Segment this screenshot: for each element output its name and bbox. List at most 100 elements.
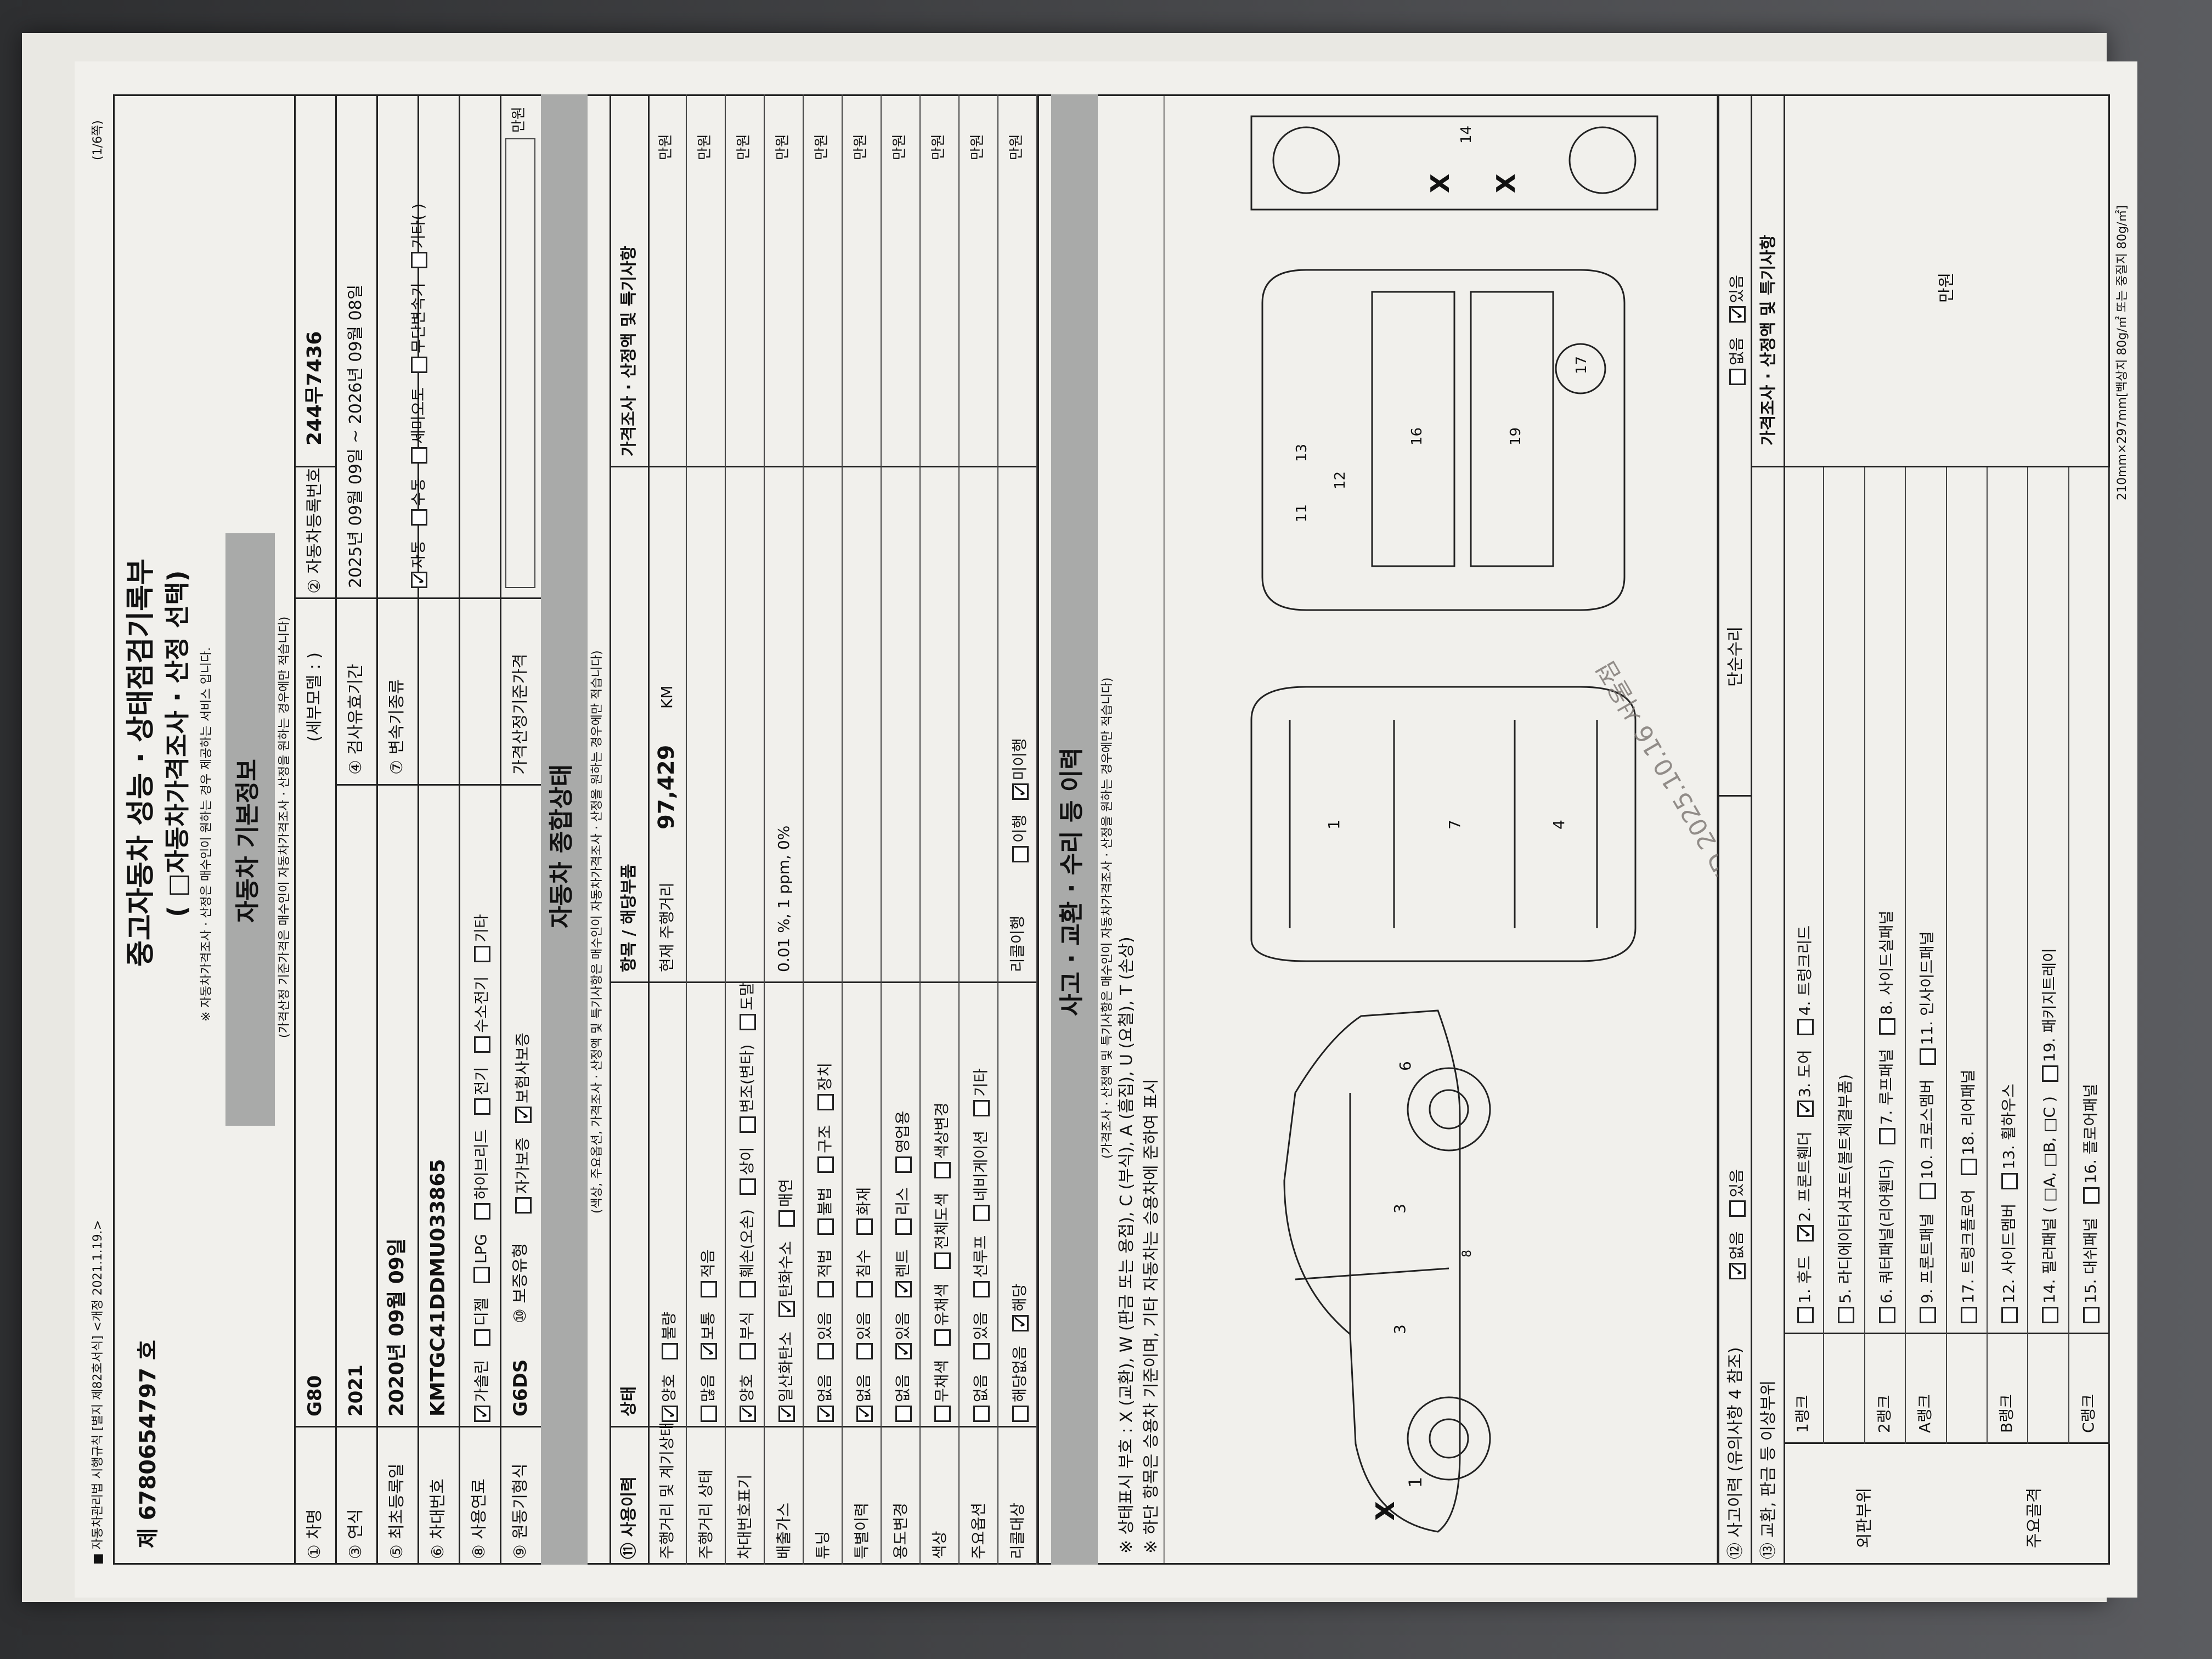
checkbox[interactable] [411,509,427,526]
checkbox[interactable] [2083,1307,2100,1323]
status-option-2-4[interactable]: 변조(변타) [735,1045,757,1133]
checkbox[interactable] [1960,1307,1977,1323]
checkbox[interactable] [701,1406,717,1422]
fuel-option-1[interactable]: 디젤 [470,1297,492,1346]
simple-repair-option-0[interactable]: 없음 [1725,337,1747,385]
warranty-option-1[interactable]: 보험사보증 [511,1032,533,1123]
checkbox[interactable] [740,1406,756,1422]
status-option-5-1[interactable]: 있음 [852,1312,874,1360]
status-option-2-3[interactable]: 상이 [735,1147,757,1195]
status-option-5-3[interactable]: 화재 [852,1187,874,1235]
checkbox[interactable] [2001,1172,2018,1189]
checkbox[interactable] [895,1343,912,1360]
status-option-5-2[interactable]: 침수 [852,1249,874,1297]
checkbox[interactable] [1012,1406,1029,1422]
checkbox[interactable] [2001,1307,2018,1323]
checkbox[interactable] [973,1280,990,1297]
status-option-8-0[interactable]: 없음 [969,1374,991,1422]
checkbox[interactable] [411,447,427,464]
checkbox[interactable] [817,1406,834,1422]
checkbox[interactable] [817,1094,834,1111]
status-option-8-4[interactable]: 기타 [969,1068,991,1116]
accident-option-0[interactable]: 없음 [1725,1231,1747,1279]
checkbox[interactable] [1920,1182,1937,1199]
trans-option-4[interactable]: 기타( ) [407,204,428,269]
status-option-4-0[interactable]: 없음 [813,1374,835,1422]
warranty-option-0[interactable]: 자가보증 [511,1137,533,1214]
checkbox[interactable] [1729,369,1746,385]
part-option-7-0[interactable]: 15. 대쉬패널 [2079,1218,2101,1323]
trans-option-0[interactable]: 자동 [407,540,428,588]
checkbox[interactable] [973,1343,990,1360]
checkbox[interactable] [1797,1019,1814,1036]
status-option-2-5[interactable]: 도말 [735,982,757,1030]
checkbox[interactable] [2042,1065,2059,1082]
part-option-3-0[interactable]: 9. 프론트패널 [1915,1214,1937,1323]
recall-option-0[interactable]: 이행 [1008,814,1030,862]
status-option-6-1[interactable]: 있음 [891,1312,913,1360]
checkbox[interactable] [895,1218,912,1235]
part-option-2-2[interactable]: 8. 사이드실패널 [1875,911,1897,1035]
part-option-1-0[interactable]: 5. 라디에이터서포트(볼트체결부품) [1833,1074,1855,1323]
status-option-1-0[interactable]: 많음 [696,1374,718,1422]
status-option-1-1[interactable]: 보통 [696,1312,718,1360]
part-option-2-0[interactable]: 6. 쿼터패널(리어휀더) [1875,1159,1897,1323]
checkbox[interactable] [411,252,427,269]
status-option-8-3[interactable]: 네비게이션 [969,1131,991,1221]
status-option-1-2[interactable]: 적음 [696,1249,718,1297]
part-option-6-0[interactable]: 14. 필러패널 ( □A, □B, □C ) [2038,1096,2059,1323]
checkbox[interactable] [934,1252,951,1269]
checkbox[interactable] [1878,1307,1895,1323]
simple-repair-option-1[interactable]: 있음 [1725,275,1747,323]
status-option-7-3[interactable]: 색상변경 [930,1102,952,1179]
checkbox[interactable] [740,1116,756,1133]
checkbox[interactable] [474,1036,490,1053]
part-option-3-2[interactable]: 11. 인사이드패널 [1915,931,1937,1065]
checkbox[interactable] [895,1280,912,1297]
part-option-4-0[interactable]: 17. 트렁크플로어 [1956,1189,1978,1323]
fuel-option-2[interactable]: LPG [472,1234,490,1284]
part-option-0-0[interactable]: 1. 후드 [1793,1256,1815,1323]
checkbox[interactable] [817,1218,834,1235]
trans-option-3[interactable]: 무단변속기 [407,283,428,373]
status-option-0-0[interactable]: 양호 [657,1374,679,1422]
checkbox[interactable] [662,1406,678,1422]
checkbox[interactable] [701,1343,717,1360]
status-option-5-0[interactable]: 없음 [852,1374,874,1422]
checkbox[interactable] [2042,1307,2059,1323]
status-option-2-2[interactable]: 훼손(오손) [735,1209,757,1297]
fuel-option-3[interactable]: 하이브리드 [470,1129,492,1220]
recall-option-1[interactable]: 미이행 [1008,738,1030,800]
checkbox[interactable] [474,1329,490,1346]
fuel-option-6[interactable]: 기타 [470,914,492,962]
checkbox[interactable] [973,1204,990,1221]
status-option-4-2[interactable]: 적법 [813,1249,835,1297]
checkbox[interactable] [973,1406,990,1422]
checkbox[interactable] [662,1343,678,1360]
accident-option-1[interactable]: 있음 [1725,1169,1747,1217]
status-option-9-1[interactable]: 해당 [1008,1283,1030,1331]
part-option-4-1[interactable]: 18. 리어패널 [1956,1070,1978,1175]
checkbox[interactable] [778,1406,795,1422]
checkbox[interactable] [934,1329,951,1346]
checkbox[interactable] [1838,1307,1855,1323]
checkbox[interactable] [778,1210,795,1227]
checkbox[interactable] [473,1267,490,1284]
checkbox[interactable] [740,1343,756,1360]
checkbox[interactable] [411,572,427,588]
checkbox[interactable] [1797,1224,1814,1242]
part-option-0-1[interactable]: 2. 프론트휀더 [1793,1131,1815,1242]
checkbox[interactable] [1797,1101,1814,1118]
status-option-4-5[interactable]: 장치 [813,1063,835,1111]
checkbox[interactable] [515,1197,532,1214]
checkbox[interactable] [740,1013,756,1030]
status-option-2-0[interactable]: 양호 [735,1374,757,1422]
checkbox[interactable] [895,1406,912,1422]
checkbox[interactable] [856,1280,873,1297]
status-option-4-3[interactable]: 불법 [813,1187,835,1235]
status-option-6-0[interactable]: 없음 [891,1374,913,1422]
checkbox[interactable] [1012,846,1029,862]
checkbox[interactable] [474,945,490,962]
checkbox[interactable] [474,1203,490,1220]
checkbox[interactable] [817,1156,834,1173]
